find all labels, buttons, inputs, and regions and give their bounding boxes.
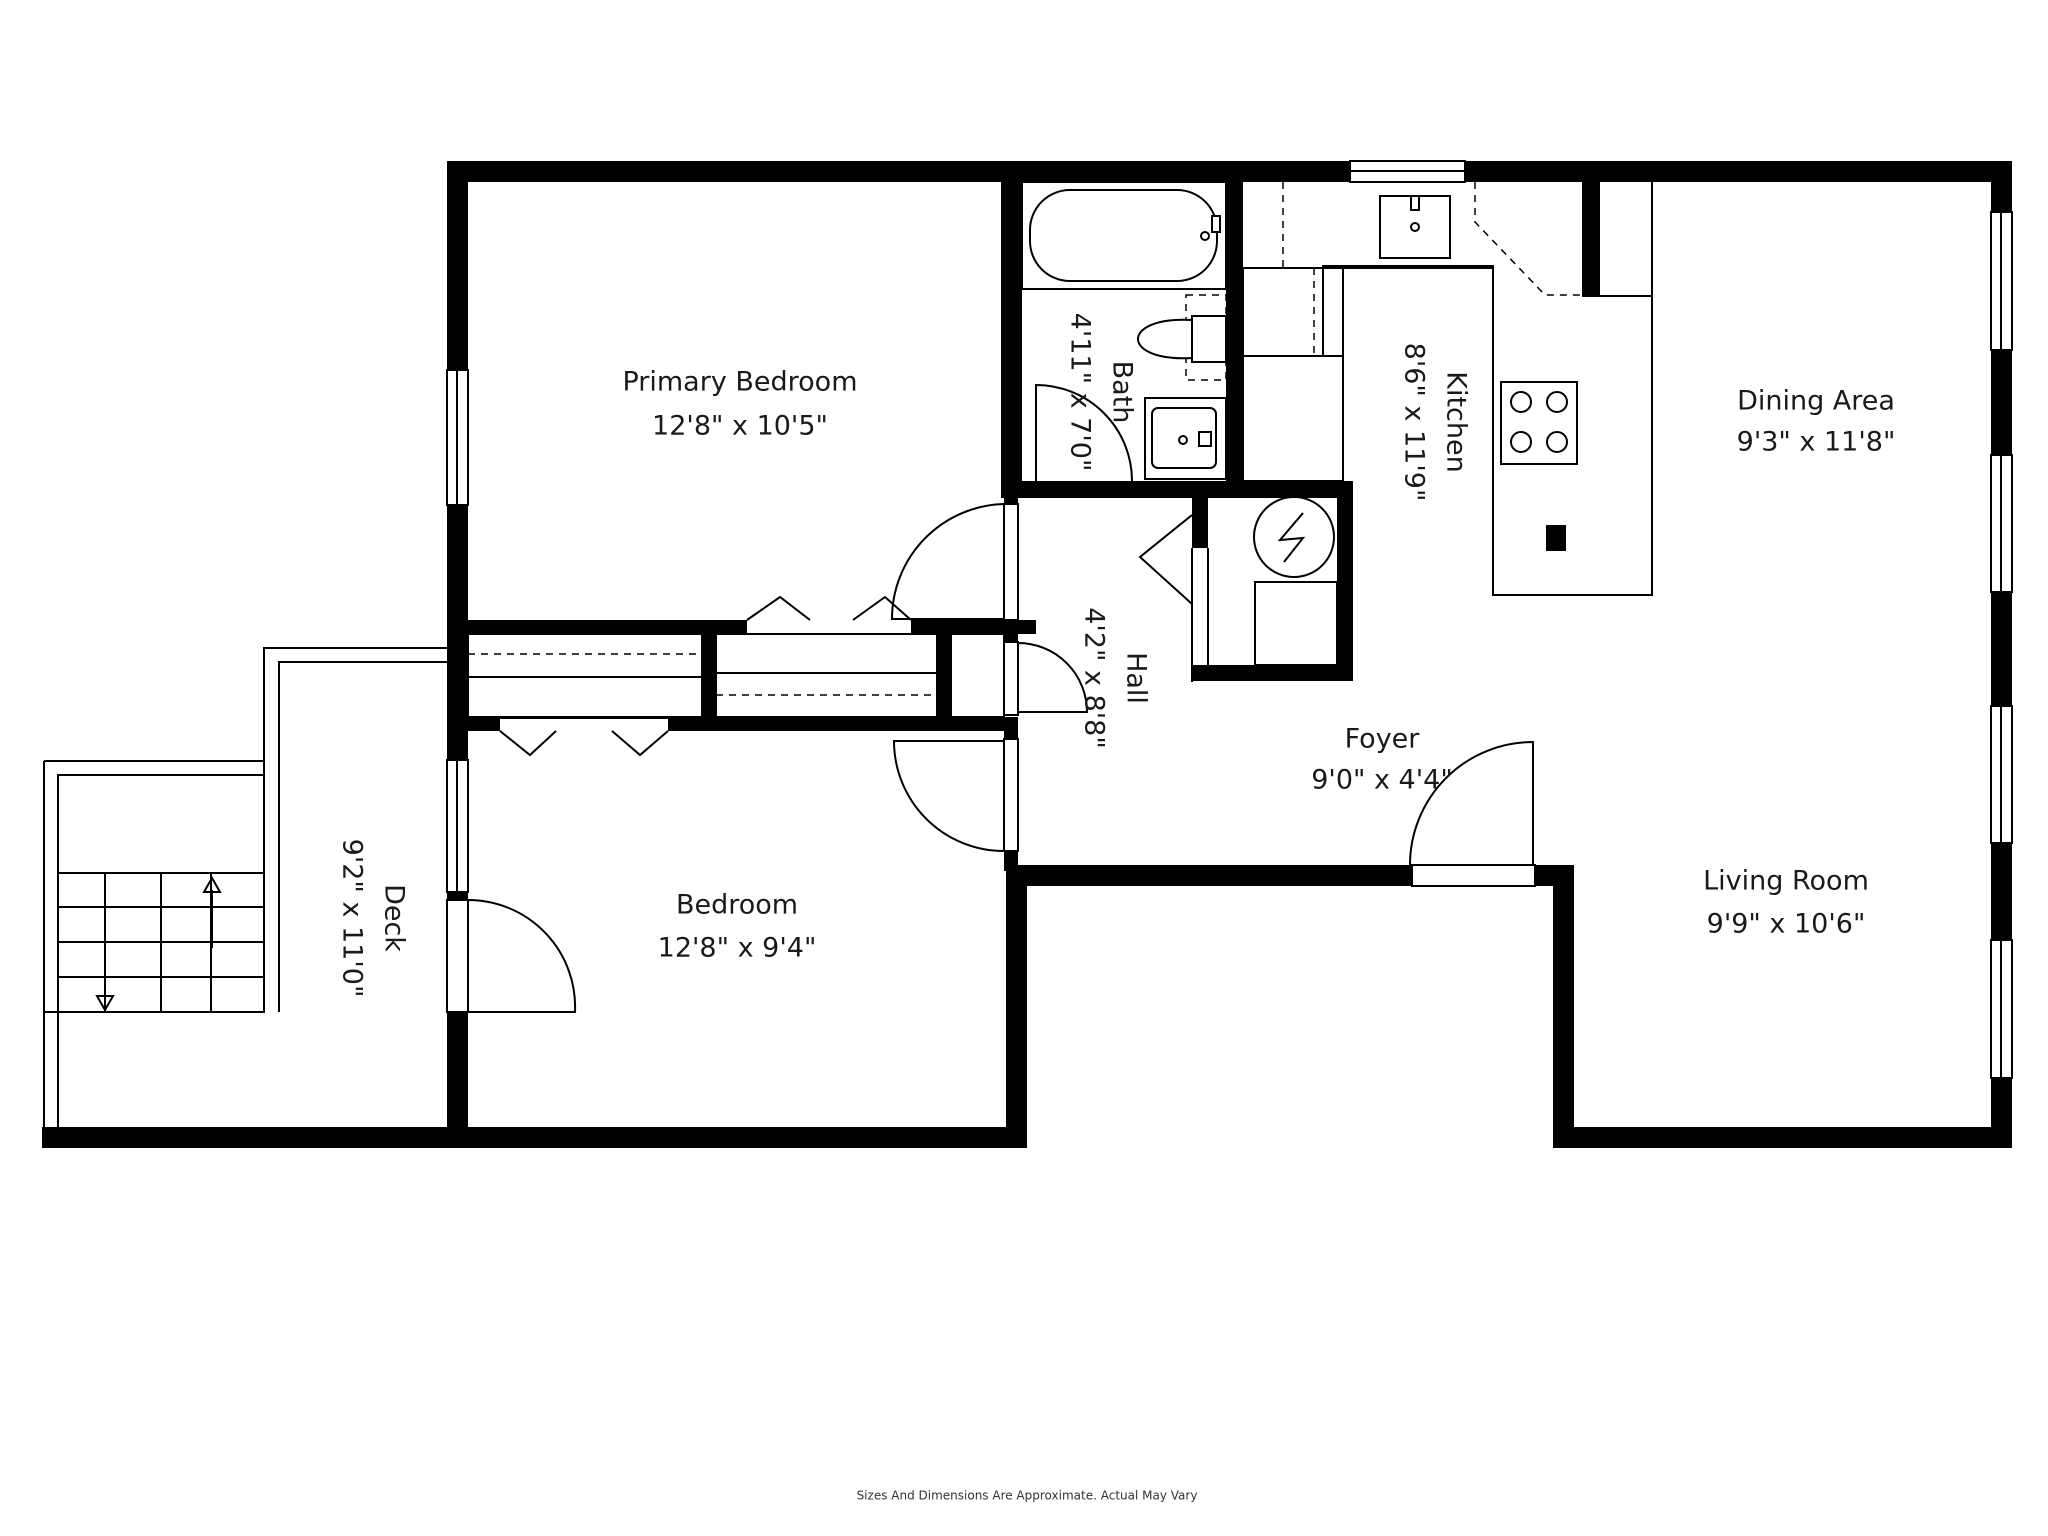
room-size-hall: 4'2" x 8'8" bbox=[1079, 607, 1110, 749]
utility-box bbox=[1254, 581, 1338, 666]
room-name-bath: Bath bbox=[1107, 361, 1138, 424]
room-name-kitchen: Kitchen bbox=[1441, 371, 1472, 472]
closets bbox=[467, 595, 1005, 757]
room-size-primary-bedroom: 12'8" x 10'5" bbox=[652, 411, 828, 442]
stove bbox=[1500, 381, 1578, 465]
room-size-kitchen: 8'6" x 11'9" bbox=[1399, 343, 1430, 502]
water-heater bbox=[1253, 496, 1335, 578]
room-name-hall: Hall bbox=[1121, 652, 1152, 704]
disclaimer-text: Sizes And Dimensions Are Approximate. Ac… bbox=[857, 1489, 1198, 1503]
room-name-living-room: Living Room bbox=[1703, 866, 1869, 897]
room-name-dining-area: Dining Area bbox=[1737, 386, 1895, 417]
island-post bbox=[1546, 525, 1566, 551]
room-name-bedroom: Bedroom bbox=[676, 890, 798, 921]
room-size-bath: 4'11" x 7'0" bbox=[1065, 313, 1096, 472]
deck-stairs bbox=[57, 872, 265, 1013]
room-size-deck: 9'2" x 11'0" bbox=[337, 839, 368, 998]
room-size-living-room: 9'9" x 10'6" bbox=[1707, 909, 1866, 940]
toilet-tank bbox=[1191, 315, 1227, 363]
room-name-primary-bedroom: Primary Bedroom bbox=[622, 367, 857, 398]
room-name-foyer: Foyer bbox=[1345, 724, 1421, 755]
room-labels: Primary Bedroom 12'8" x 10'5" Bath 4'11"… bbox=[337, 313, 1896, 998]
room-size-dining-area: 9'3" x 11'8" bbox=[1737, 427, 1896, 458]
room-name-deck: Deck bbox=[379, 884, 410, 952]
kitchen-fixtures bbox=[1242, 182, 1653, 666]
bath-fixtures bbox=[1021, 181, 1227, 480]
room-size-bedroom: 12'8" x 9'4" bbox=[658, 933, 817, 964]
doors bbox=[446, 383, 1536, 1013]
room-size-foyer: 9'0" x 4'4" bbox=[1311, 765, 1453, 796]
toilet-bowl bbox=[1137, 318, 1193, 360]
walls bbox=[42, 161, 2012, 1148]
refrigerator bbox=[1242, 355, 1344, 482]
bathtub bbox=[1029, 189, 1218, 282]
deck-structure bbox=[43, 647, 447, 1130]
